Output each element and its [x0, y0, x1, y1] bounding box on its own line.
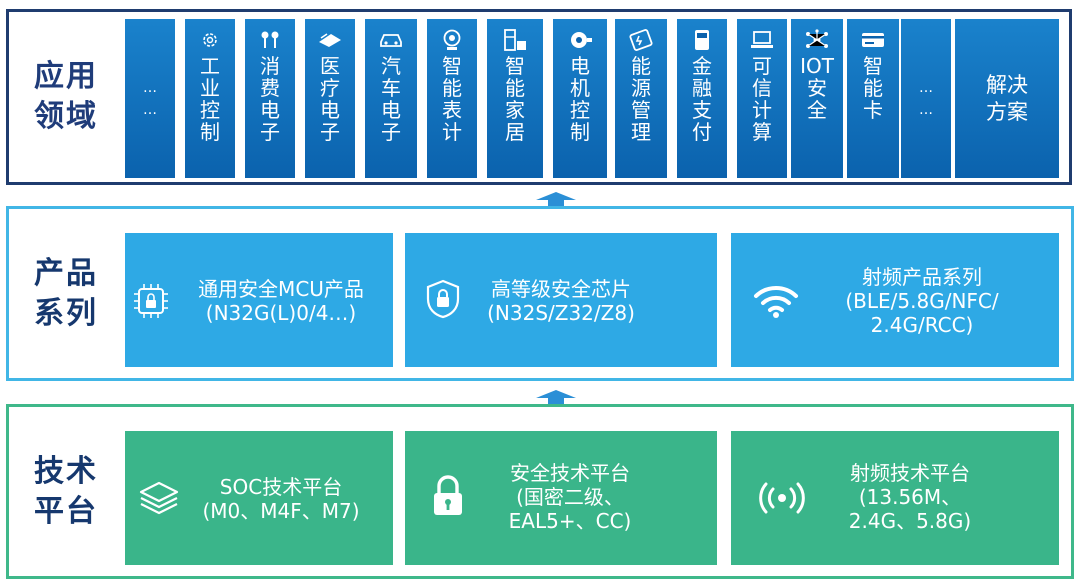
technology-platform-section: 技术 平台 SOC技术平台 (M0、M4F、M7) 安全技术平台 (国密二级、 … [6, 404, 1074, 579]
app-item-medical-electronics: 医 疗 电 子 [305, 19, 355, 178]
app-item-solution: 解决 方案 [955, 19, 1059, 178]
padlock-icon [431, 475, 465, 517]
app-item-financial-payment: 金 融 支 付 [677, 19, 727, 178]
product-card-text: 射频产品系列 (BLE/5.8G/NFC/ 2.4G/RCC) [845, 265, 999, 337]
app-item-label: … … [143, 79, 157, 118]
chip-lock-icon [133, 283, 169, 319]
product-card-text: 通用安全MCU产品 (N32G(L)0/4…) [198, 277, 364, 325]
app-item-label: 智 能 卡 [863, 54, 883, 122]
motor-icon [567, 29, 593, 51]
app-item-automotive-electronics: 汽 车 电 子 [365, 19, 417, 178]
app-item-smart-meter: 智 能 表 计 [427, 19, 477, 178]
tech-card-text: 安全技术平台 (国密二级、 EAL5+、CC) [508, 461, 632, 533]
tech-card-text: 射频技术平台 (13.56M、 2.4G、5.8G) [848, 461, 972, 533]
app-item-smart-card: 智 能 卡 [847, 19, 899, 178]
app-item-more-left: … … [125, 19, 175, 178]
product-card-text: 高等级安全芯片 (N32S/Z32/Z8) [487, 277, 635, 325]
app-item-industrial-control: 工 业 控 制 [185, 19, 235, 178]
product-card-secure-chip: 高等级安全芯片 (N32S/Z32/Z8) [405, 233, 717, 367]
network-icon [804, 29, 830, 51]
radio-signal-icon [757, 481, 807, 515]
battery-icon [629, 29, 653, 51]
app-item-iot-security: IOT 安 全 [791, 19, 843, 178]
app-item-label: 智 能 家 居 [505, 54, 525, 144]
car-icon [378, 29, 404, 51]
product-series-title: 产品 系列 [34, 255, 98, 331]
tech-card-security: 安全技术平台 (国密二级、 EAL5+、CC) [405, 431, 717, 565]
up-arrow-icon [536, 192, 576, 206]
pos-terminal-icon [693, 29, 711, 51]
up-arrow-icon [536, 390, 576, 404]
layers-icon [137, 479, 181, 517]
laptop-icon [750, 29, 774, 51]
earbuds-icon [259, 29, 281, 51]
app-item-label: 解决 方案 [986, 72, 1028, 124]
tech-card-text: SOC技术平台 (M0、M4F、M7) [202, 475, 360, 523]
product-series-section: 产品 系列 通用安全MCU产品 (N32G(L)0/4…) [6, 206, 1074, 381]
app-item-label: 工 业 控 制 [200, 54, 220, 144]
gear-icon [200, 29, 220, 51]
application-domain-section: 应用 领域 … … 工 业 控 制 消 费 电 子 医 疗 电 子 汽 车 电 … [6, 9, 1072, 185]
wifi-icon [753, 283, 799, 319]
appliance-icon [502, 29, 528, 51]
medical-device-icon [317, 29, 343, 51]
technology-platform-title: 技术 平台 [34, 453, 98, 529]
app-item-label: 可 信 计 算 [752, 54, 772, 144]
app-item-label: 医 疗 电 子 [320, 54, 340, 144]
app-item-label: 汽 车 电 子 [381, 54, 401, 144]
app-item-label: 消 费 电 子 [260, 54, 280, 144]
tech-card-soc: SOC技术平台 (M0、M4F、M7) [125, 431, 393, 565]
app-item-motor-control: 电 机 控 制 [553, 19, 607, 178]
app-item-consumer-electronics: 消 费 电 子 [245, 19, 295, 178]
app-item-trusted-computing: 可 信 计 算 [737, 19, 787, 178]
app-item-label: 能 源 管 理 [631, 54, 651, 144]
app-item-label: 智 能 表 计 [442, 54, 462, 144]
app-item-more-right: … … [901, 19, 951, 178]
product-card-rf: 射频产品系列 (BLE/5.8G/NFC/ 2.4G/RCC) [731, 233, 1059, 367]
app-item-label: 金 融 支 付 [692, 54, 712, 144]
application-domain-title: 应用 领域 [34, 59, 98, 134]
app-item-smart-home: 智 能 家 居 [487, 19, 543, 178]
app-item-label: IOT 安 全 [800, 54, 834, 122]
tech-card-rf: 射频技术平台 (13.56M、 2.4G、5.8G) [731, 431, 1059, 565]
app-item-label: … … [919, 79, 933, 118]
app-item-energy-management: 能 源 管 理 [615, 19, 667, 178]
app-item-label: 电 机 控 制 [570, 54, 590, 144]
card-icon [860, 29, 886, 51]
product-card-mcu: 通用安全MCU产品 (N32G(L)0/4…) [125, 233, 393, 367]
meter-icon [442, 29, 462, 51]
shield-lock-icon [425, 279, 461, 319]
